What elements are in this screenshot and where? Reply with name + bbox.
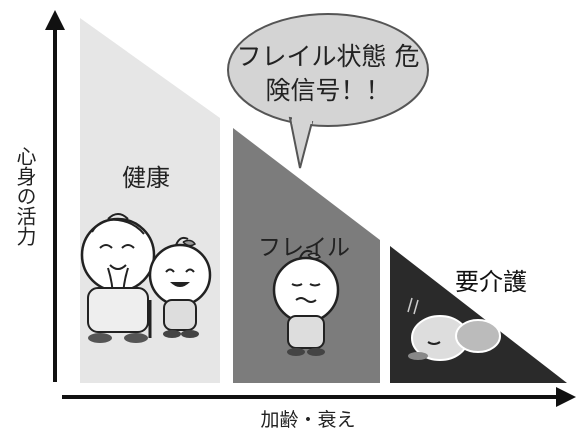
stage-label-healthy: 健康 [122,164,170,192]
y-axis-arrow [45,10,65,30]
child-orange-mascot-icon [148,236,212,338]
fallen-orange-mascot-icon [407,297,501,361]
stage-label-frail: フレイル [258,235,350,261]
speech-bubble-text: フレイル状態 危険信号！！ [236,42,420,105]
x-axis-label: 加齢・衰え [260,409,356,431]
frail-orange-mascot-icon [272,249,340,356]
stage-label-care: 要介護 [455,268,527,296]
speech-bubble [227,13,429,169]
y-axis-label: 心身の活力 [13,146,37,246]
frail-region [233,128,380,383]
elderly-orange-mascot-icon [80,213,156,343]
x-axis-arrow [556,387,576,407]
